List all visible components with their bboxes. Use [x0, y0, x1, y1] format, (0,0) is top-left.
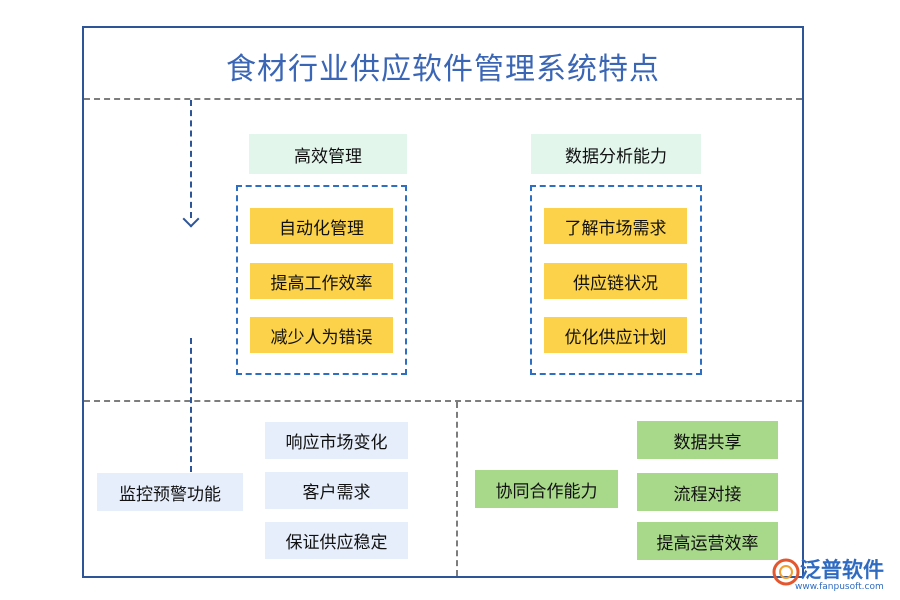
- item-improve-efficiency: 提高工作效率: [250, 263, 393, 299]
- item-reduce-errors: 减少人为错误: [250, 317, 393, 353]
- efficient-management-group: [236, 185, 407, 375]
- data-analysis-header: 数据分析能力: [531, 134, 701, 174]
- logo-url: www.fanpusoft.com: [795, 582, 884, 592]
- collaboration-label: 协同合作能力: [475, 470, 618, 508]
- logo-name: 泛普软件: [800, 558, 884, 582]
- section-divider: [84, 400, 802, 402]
- item-optimize-plan: 优化供应计划: [544, 317, 687, 353]
- flow-connector-bottom: [190, 338, 192, 472]
- item-process-integration: 流程对接: [637, 473, 778, 511]
- data-analysis-group: [530, 185, 702, 375]
- efficient-management-header: 高效管理: [249, 134, 407, 174]
- title-divider: [84, 98, 802, 100]
- bottom-column-divider: [456, 402, 458, 576]
- item-supply-chain-status: 供应链状况: [544, 263, 687, 299]
- item-customer-demand: 客户需求: [265, 472, 408, 509]
- monitoring-label: 监控预警功能: [97, 473, 243, 511]
- flow-connector-top: [190, 100, 192, 218]
- item-respond-market: 响应市场变化: [265, 422, 408, 459]
- page-title: 食材行业供应软件管理系统特点: [226, 52, 660, 87]
- item-stable-supply: 保证供应稳定: [265, 522, 408, 559]
- item-operational-efficiency: 提高运营效率: [637, 522, 778, 560]
- item-data-sharing: 数据共享: [637, 421, 778, 459]
- main-frame: [82, 26, 804, 578]
- item-market-demand: 了解市场需求: [544, 208, 687, 244]
- fanpu-logo-icon: [772, 558, 800, 586]
- item-automation: 自动化管理: [250, 208, 393, 244]
